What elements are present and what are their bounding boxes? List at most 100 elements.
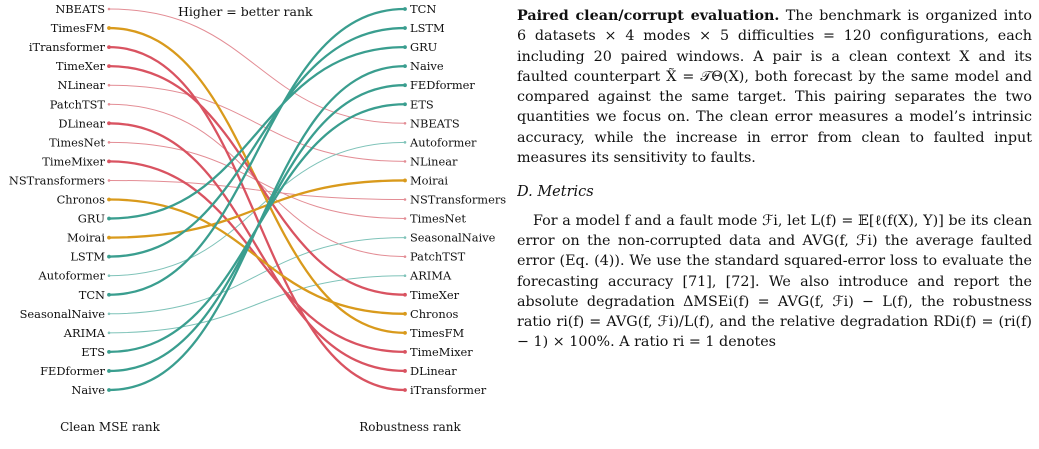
rank-line-itransformer [108,45,406,392]
robustness-rank-label-chronos: Chronos [410,307,459,321]
robustness-rank-label-patchtst: PatchTST [410,250,466,264]
rank-line-gru [108,45,406,220]
rank-line-lstm [108,26,406,258]
robustness-rank-label-dlinear: DLinear [410,364,457,378]
robustness-rank-label-seasonalnaive: SeasonalNaive [410,231,496,245]
clean-rank-labels: NBEATS TimesFM iTransformerTimeXerNLinearP… [9,2,106,397]
clean-rank-label-nlinear: NLinear [58,78,106,92]
rank-line-timexer [108,65,406,296]
rank-line-nstransformers [108,179,406,200]
clean-rank-label-patchtst: PatchTST [50,97,106,111]
robustness-rank-label-timesfm: TimesFM [410,326,465,340]
robustness-rank-label-autoformer: Autoformer [409,135,477,149]
rank-line-chronos [108,198,406,315]
rank-line-dlinear [108,122,406,373]
clean-rank-label-dlinear: DLinear [58,116,105,130]
rank-dot-start-timemixer [107,159,111,164]
robustness-rank-label-itransformer: iTransformer [410,383,487,397]
rank-direction-note: Higher = better rank [178,4,313,19]
robustness-rank-label-timemixer: TimeMixer [410,345,473,359]
rank-dot-end-ets [403,102,407,107]
robustness-rank-label-timexer: TimeXer [410,288,460,302]
paragraph-run-in-heading: Paired clean/corrupt evaluation. [517,8,780,24]
clean-rank-label-nbeats: NBEATS [55,2,105,16]
rank-dot-start-nstransformers [107,179,111,182]
rank-dot-end-timexer [403,292,407,297]
rank-dot-start-timesfm [107,26,111,30]
robustness-rank-label-nlinear: NLinear [410,154,458,168]
rank-dot-start-patchtst [107,102,111,106]
rank-dot-end-nlinear [403,160,407,163]
rank-dot-end-itransformer [403,388,407,392]
clean-rank-label-itransformer: iTransformer [29,40,106,54]
rank-dot-start-ets [107,350,111,354]
robustness-rank-label-timesnet: TimesNet [410,212,466,226]
robustness-rank-label-tcn: TCN [410,2,436,16]
rank-dot-start-chronos [107,197,111,202]
right-axis-title: Robustness rank [359,420,461,434]
rank-line-seasonalnaive [108,237,406,315]
rank-line-naive [108,65,406,392]
rank-dot-start-itransformer [107,45,111,49]
rank-dot-end-nstransformers [403,198,407,201]
clean-rank-label-gru: GRU [78,212,106,226]
rank-line-nlinear [108,84,406,162]
clean-rank-label-timexer: TimeXer [56,59,106,73]
rank-slope-chart: NBEATSTimesFMiTransformerTimeXerNLinearP… [9,2,506,434]
clean-rank-label-timesfm: TimesFM [51,21,106,35]
rank-dot-start-gru [107,216,111,221]
robustness-rank-label-nbeats: NBEATS [410,116,460,130]
rank-dot-end-chronos [403,311,407,316]
clean-rank-label-fedformer: FEDformer [40,364,105,378]
robustness-rank-label-arima: ARIMA [409,269,452,283]
rank-line-arima [108,275,406,334]
rank-dot-start-autoformer [107,274,111,278]
clean-rank-label-naive: Naive [71,383,105,397]
rank-dot-start-nbeats [107,7,111,11]
rank-dot-end-timesnet [403,217,407,220]
rank-dot-end-autoformer [403,141,407,144]
robustness-rank-label-naive: Naive [410,59,444,73]
robustness-rank-label-moirai: Moirai [410,173,448,187]
clean-rank-label-seasonalnaive: SeasonalNaive [20,307,106,321]
clean-rank-label-moirai: Moirai [67,231,105,245]
rank-dot-start-seasonalnaive [107,312,111,316]
rank-dot-start-lstm [107,254,111,259]
rank-dot-end-seasonalnaive [403,236,407,239]
robustness-rank-label-fedformer: FEDformer [410,78,475,92]
rank-dot-start-timexer [107,64,111,69]
rank-dot-start-dlinear [107,121,111,126]
rank-dot-start-arima [107,331,111,335]
rank-dot-end-timesfm [403,330,407,335]
rank-dot-end-fedformer [403,83,407,88]
clean-rank-label-chronos: Chronos [57,193,106,207]
rank-dot-end-patchtst [403,255,407,258]
rank-dot-end-moirai [403,178,407,183]
rank-connector-lines [107,7,407,392]
metrics-paragraph: For a model f and a fault mode ℱi, let L… [517,212,1032,351]
rank-line-tcn [108,7,406,296]
rank-dot-start-naive [107,388,111,392]
robustness-rank-label-ets: ETS [410,97,434,111]
rank-dot-end-naive [403,64,407,69]
robustness-rank-labels: TCNLSTMGRUNaiveFEDformerETSNBEATSAutofor… [409,2,506,397]
section-heading-metrics: D. Metrics [517,184,594,201]
rank-dot-end-lstm [403,26,407,30]
left-axis-title: Clean MSE rank [60,420,161,434]
clean-rank-label-arima: ARIMA [63,326,106,340]
clean-rank-label-timemixer: TimeMixer [42,154,105,168]
robustness-rank-label-gru: GRU [410,40,438,54]
rank-dot-end-dlinear [403,369,407,373]
rank-dot-end-timemixer [403,350,407,354]
rank-dot-start-timesnet [107,141,111,144]
rank-dot-end-tcn [403,7,407,11]
rank-dot-end-gru [403,45,407,49]
rank-dot-start-moirai [107,235,111,240]
clean-rank-label-nstransformers: NSTransformers [9,173,105,187]
paragraph-body: The benchmark is organized into 6 datase… [517,8,1032,167]
rank-dot-end-nbeats [403,122,407,125]
clean-rank-label-timesnet: TimesNet [49,135,105,149]
rank-line-nbeats [108,8,406,124]
clean-rank-label-tcn: TCN [79,288,105,302]
rank-dot-end-arima [403,274,407,278]
